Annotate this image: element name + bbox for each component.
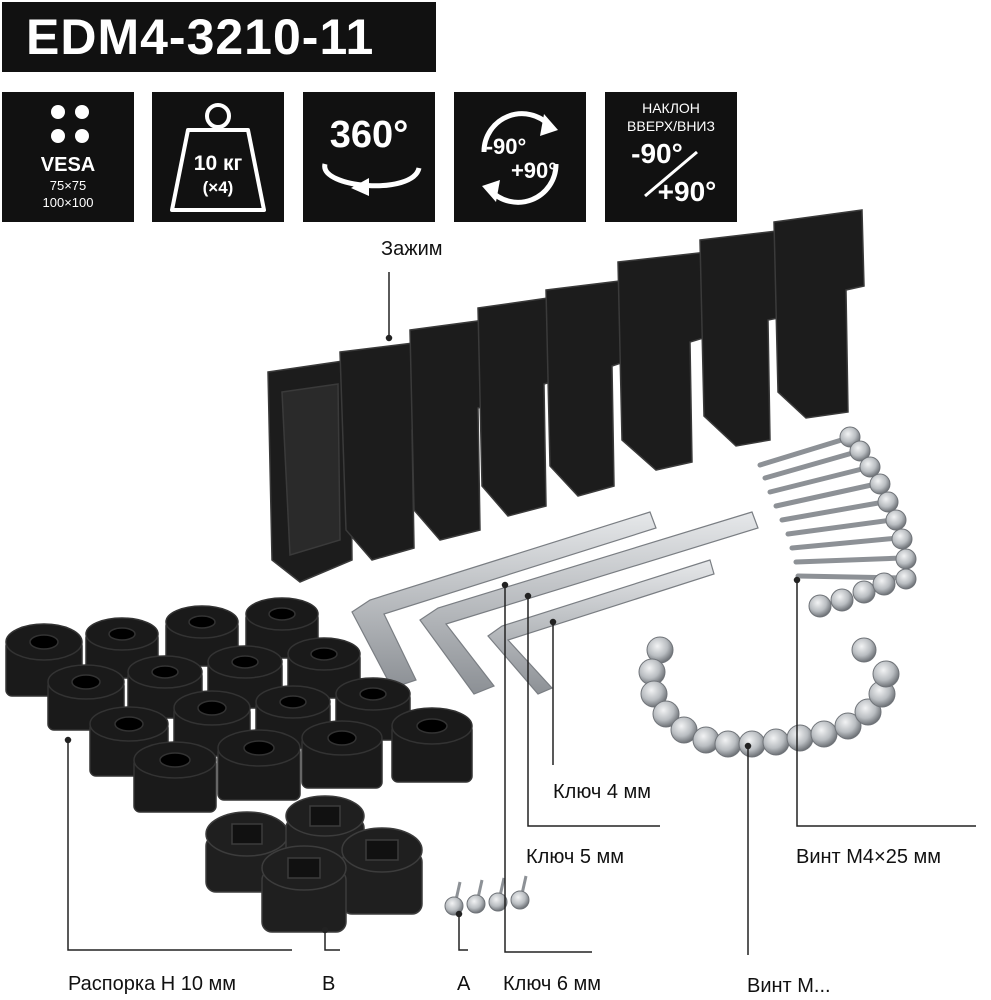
rotate-arrow-icon	[322, 163, 422, 196]
spacers-group	[5, 597, 473, 813]
weight-value: 10 кг	[193, 152, 243, 175]
weight-badge: 10 кг (×4)	[152, 92, 284, 222]
clamp	[617, 251, 711, 471]
key5-callout-line	[527, 596, 660, 827]
spacer	[217, 729, 301, 801]
clamp-label: Зажим	[381, 238, 443, 260]
key6-label: Ключ 6 мм	[503, 973, 602, 995]
key5-label: Ключ 5 мм	[526, 846, 625, 868]
vesa-size-1: 75×75	[49, 178, 87, 193]
weight-icon	[170, 103, 266, 212]
spacer	[47, 664, 125, 731]
swivel-arrows-icon	[481, 111, 559, 205]
hex-keys-group	[351, 511, 759, 695]
clamp	[773, 209, 865, 419]
rotate-value: 360°	[329, 114, 409, 156]
screw-m4-callout-line	[796, 580, 976, 827]
b-label: B	[322, 973, 336, 995]
hex-key-4mm	[487, 559, 715, 695]
swivel-badge: -90° +90°	[454, 92, 586, 222]
spacer-callout-line	[67, 740, 292, 951]
a-label: A	[457, 973, 471, 995]
vesa-badge: VESA 75×75 100×100	[2, 92, 134, 222]
tilt-pos: +90°	[657, 176, 717, 207]
screw-m-label: Винт M...	[747, 975, 831, 997]
vesa-size-2: 100×100	[42, 195, 94, 210]
spacer-label: Распорка H 10 мм	[68, 973, 237, 995]
b-callout-line	[324, 930, 340, 951]
small-screws-group	[444, 875, 530, 916]
tilt-slash-icon	[644, 150, 698, 198]
a-callout-line	[458, 914, 468, 951]
key4-label: Ключ 4 мм	[553, 781, 652, 803]
vesa-title: VESA	[40, 154, 96, 176]
hex-key-5mm	[419, 511, 759, 695]
knobs-group	[205, 795, 423, 933]
spacer	[133, 741, 217, 813]
tilt-line-1: НАКЛОН	[642, 100, 700, 116]
model-title: EDM4-3210-11	[2, 2, 436, 72]
spacer	[391, 707, 473, 783]
callout-lines	[64, 272, 976, 955]
long-screws-group	[757, 426, 917, 618]
hex-key-6mm	[351, 511, 657, 689]
screw-m4-label: Винт M4×25 мм	[796, 846, 942, 868]
vesa-dots-icon	[51, 105, 89, 143]
clamp	[545, 279, 631, 497]
tilt-neg: -90°	[631, 138, 683, 169]
tilt-badge: НАКЛОН ВВЕРХ/ВНИЗ -90° +90°	[605, 92, 737, 222]
swivel-pos: +90°	[510, 158, 558, 183]
knob	[261, 845, 347, 933]
rotate-360-badge: 360°	[303, 92, 435, 222]
spacer	[301, 720, 383, 789]
swivel-neg: -90°	[485, 134, 527, 159]
weight-count: (×4)	[202, 178, 234, 197]
tilt-line-2: ВВЕРХ/ВНИЗ	[627, 118, 715, 134]
key6-callout-line	[504, 585, 592, 953]
short-screws-group	[638, 636, 900, 758]
knob	[341, 827, 423, 915]
clamp	[267, 359, 353, 583]
clamps-group	[267, 209, 865, 583]
